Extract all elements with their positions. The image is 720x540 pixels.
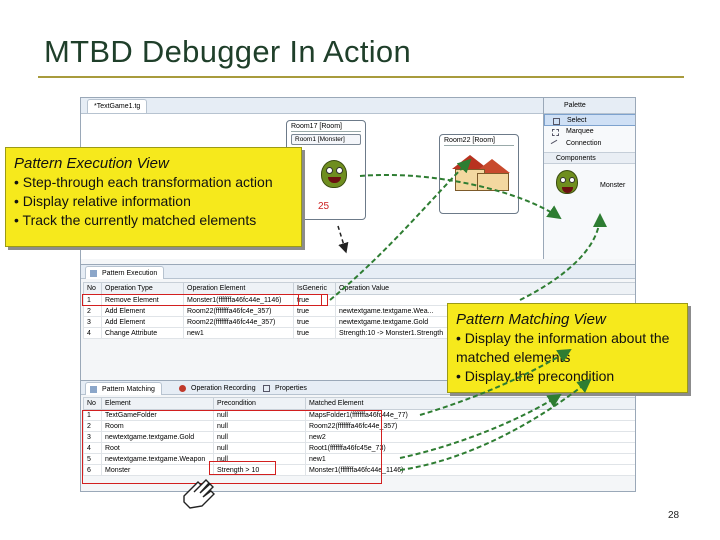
- palette-item-label: Monster: [600, 182, 626, 189]
- tab-operation-recording[interactable]: Operation Recording: [175, 382, 262, 395]
- callout-bullet: • Display the information about the matc…: [456, 330, 670, 365]
- precondition-highlight-box: [209, 461, 276, 475]
- palette-drawer-components[interactable]: Components: [544, 152, 635, 164]
- room-node-title: Room22 [Room]: [444, 137, 514, 146]
- table-cell: Change Attribute: [101, 327, 184, 339]
- table-cell: 3: [83, 316, 102, 328]
- column-header[interactable]: Element: [101, 397, 214, 410]
- column-header[interactable]: Operation Element: [183, 282, 294, 295]
- tab-pattern-matching[interactable]: Pattern Matching: [85, 382, 162, 395]
- room-node-title: Room17 [Room]: [291, 123, 361, 132]
- palette-item-select[interactable]: Select: [544, 114, 635, 126]
- editor-tab[interactable]: *TextGame1.tg: [87, 99, 148, 113]
- tab-properties[interactable]: Properties: [259, 382, 313, 395]
- table-cell: 4: [83, 327, 102, 339]
- column-header[interactable]: IsGeneric: [293, 282, 336, 295]
- palette-item-label: Select: [567, 117, 587, 124]
- palette-item-connection[interactable]: Connection: [544, 138, 635, 150]
- table-cell: Room22(fffffffa46fc4e_357): [183, 305, 294, 317]
- connection-icon: [550, 139, 561, 150]
- column-header[interactable]: Operation Value: [335, 282, 635, 295]
- monster-node[interactable]: Room1 [Monster]: [291, 134, 361, 145]
- slide-title: MTBD Debugger In Action: [44, 34, 412, 69]
- monster-icon: [556, 170, 578, 194]
- callout-pattern-matching: Pattern Matching View • Display the info…: [447, 303, 688, 393]
- table-cell: Add Element: [101, 316, 184, 328]
- callout-bullet: • Track the currently matched elements: [14, 212, 257, 228]
- strength-badge: 25: [318, 201, 330, 212]
- room-node-target[interactable]: Room22 [Room]: [439, 134, 519, 214]
- table-cell: Add Element: [101, 305, 184, 317]
- arrow-icon: [553, 118, 560, 125]
- table-cell: true: [293, 327, 336, 339]
- editor-tabbar: *TextGame1.tg: [81, 98, 543, 114]
- callout-bullet: • Display relative information: [14, 193, 191, 209]
- palette: Palette Select Marquee Connection Compon…: [543, 98, 635, 259]
- column-header[interactable]: Precondition: [213, 397, 306, 410]
- tab-label: Operation Recording: [191, 385, 256, 392]
- callout-title: Pattern Matching View: [456, 311, 606, 328]
- tab-pattern-execution[interactable]: Pattern Execution: [85, 266, 165, 279]
- column-header[interactable]: No: [83, 282, 102, 295]
- table-cell: 2: [83, 305, 102, 317]
- tab-label: Pattern Execution: [102, 270, 158, 277]
- table-cell: true: [293, 316, 336, 328]
- view-icon: [90, 386, 97, 393]
- marquee-icon: [552, 129, 559, 136]
- execution-tabbar: Pattern Execution: [81, 264, 635, 279]
- tab-label: Properties: [275, 385, 307, 392]
- highlight-box: [82, 294, 322, 306]
- palette-item-label: Marquee: [566, 128, 594, 135]
- callout-bullet: • Step-through each transformation actio…: [14, 174, 273, 190]
- record-icon: [179, 385, 186, 392]
- tab-label: Pattern Matching: [102, 386, 155, 393]
- highlight-box: [298, 294, 328, 306]
- house-icon: [452, 155, 512, 193]
- pointing-hand-icon: [183, 479, 215, 509]
- palette-item-marquee[interactable]: Marquee: [544, 126, 635, 138]
- table-cell: true: [293, 305, 336, 317]
- callout-title: Pattern Execution View: [14, 155, 169, 172]
- column-header[interactable]: No: [83, 397, 102, 410]
- column-header[interactable]: Matched Element: [305, 397, 635, 410]
- table-cell: Room22(fffffffa46fc44e_357): [183, 316, 294, 328]
- callout-bullet: • Display the precondition: [456, 368, 615, 384]
- title-rule: [38, 76, 684, 78]
- palette-item-label: Connection: [566, 140, 602, 147]
- table-cell: 6: [83, 464, 102, 476]
- view-icon: [90, 270, 97, 277]
- callout-pattern-execution: Pattern Execution View • Step-through ea…: [5, 147, 302, 247]
- column-header[interactable]: Operation Type: [101, 282, 184, 295]
- properties-icon: [263, 385, 270, 392]
- highlight-box: [82, 410, 382, 484]
- palette-header: Palette: [544, 98, 635, 114]
- page-number: 28: [668, 510, 680, 521]
- table-cell: new1: [183, 327, 294, 339]
- monster-icon: [321, 160, 347, 188]
- palette-item-monster[interactable]: Monster: [544, 164, 635, 204]
